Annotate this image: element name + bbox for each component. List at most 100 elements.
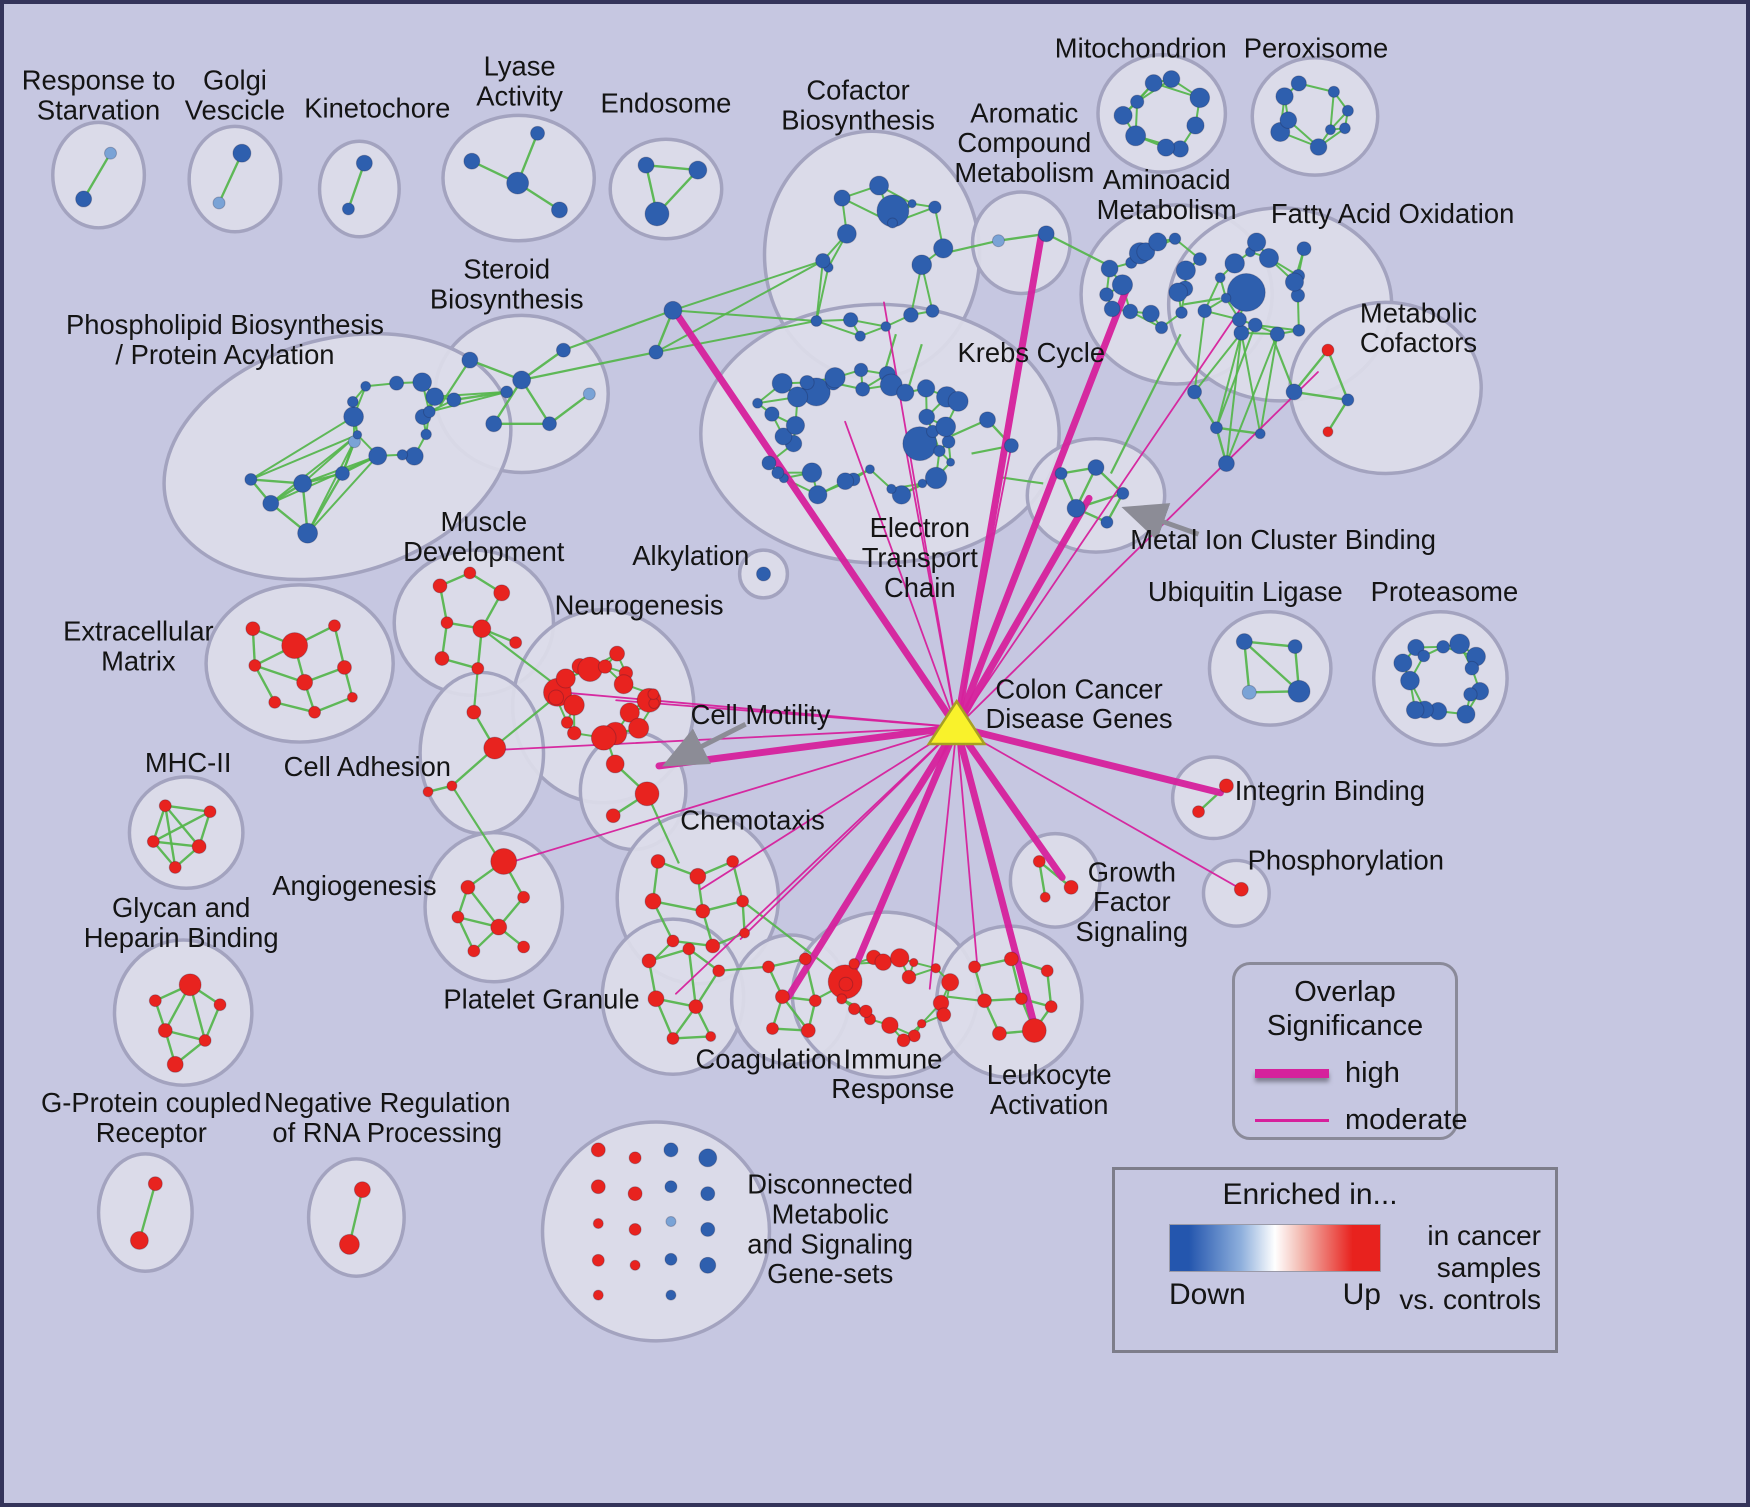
gene-set-node (689, 867, 707, 885)
gene-set-node (293, 473, 313, 493)
gene-set-node (1192, 805, 1205, 819)
down-label: Down (1169, 1278, 1246, 1311)
gene-set-node (1148, 232, 1168, 252)
gene-set-node (463, 566, 477, 580)
gene-set-node (493, 584, 511, 602)
gene-set-node (1144, 74, 1163, 93)
gene-set-node (916, 1018, 927, 1029)
gene-set-node (935, 416, 957, 438)
high-significance-edge (784, 723, 961, 1001)
alkylation-label: Alkylation (632, 540, 749, 571)
gene-set-node (634, 781, 660, 807)
gene-set-node (389, 375, 405, 391)
gene-set-node (848, 958, 860, 970)
gene-set-node (644, 892, 662, 910)
high-significance-edge (953, 494, 1093, 731)
enriched-in-title: Enriched in... (1222, 1178, 1398, 1211)
gene-set-node (338, 1233, 360, 1255)
gene-set-node (1217, 455, 1235, 473)
overlap-significance-title: Overlap Significance (1266, 976, 1424, 1042)
angiogenesis-label: Angiogenesis (272, 870, 436, 901)
gene-set-node (1003, 438, 1019, 454)
legend-enriched-in: Enriched in... Down Up in cancer samples… (1112, 1167, 1558, 1353)
gene-set-nodes (75, 70, 1490, 1301)
gene-set-node (1327, 85, 1340, 98)
gene-set-node (756, 566, 771, 582)
gene-set-node (412, 372, 432, 392)
gene-set-node (907, 1029, 921, 1043)
gene-set-node (460, 879, 476, 895)
gene-set-node (650, 853, 666, 869)
gene-set-node (1456, 704, 1476, 724)
mitochondrion-label: Mitochondrion (1055, 33, 1227, 64)
gene-set-node (1100, 515, 1114, 529)
gene-set-node (463, 152, 481, 170)
high-significance-edge (953, 285, 1131, 731)
gene-set-node (766, 1022, 779, 1035)
moderate-significance-edge (955, 726, 979, 970)
gene-set-node (1168, 282, 1188, 303)
gene-set-node (1269, 326, 1285, 342)
gene-set-node (346, 691, 358, 703)
gene-set-node (947, 390, 969, 412)
platelet-granule-label: Platelet Granule (443, 984, 639, 1015)
gene-set-node (991, 1026, 1007, 1041)
gene-set-node (1154, 320, 1169, 335)
gene-set-node (1189, 87, 1211, 109)
moderate-significance-edge (955, 444, 1013, 729)
coagulation-label: Coagulation (695, 1043, 841, 1074)
gene-set-node (422, 786, 434, 798)
moderate-significance-edge (560, 691, 958, 729)
gene-set-node (232, 143, 252, 163)
gene-set-node (158, 799, 172, 813)
gene-set-node (1324, 124, 1336, 136)
gene-set-node (1322, 426, 1334, 438)
gene-set-node (1063, 879, 1079, 895)
gene-set-node (1258, 248, 1280, 269)
gene-set-node (682, 942, 696, 956)
gene-set-node (647, 990, 665, 1008)
gene-set-node (771, 466, 785, 480)
gene-set-node (530, 125, 546, 141)
gene-set-node (590, 724, 617, 751)
gene-set-node (798, 952, 812, 966)
gene-set-node (1192, 252, 1207, 267)
gene-set-node (420, 428, 432, 441)
cluster-bubbles (51, 52, 1509, 1343)
gene-set-node (590, 1179, 606, 1195)
cell-adhesion-label: Cell Adhesion (284, 751, 451, 782)
gene-set-node (434, 651, 450, 666)
gene-set-node (859, 1004, 873, 1019)
gene-set-node (592, 1289, 604, 1301)
gene-set-node (203, 805, 217, 819)
gene-set-node (191, 839, 207, 854)
gene-set-node (1187, 384, 1202, 400)
gene-set-node (582, 387, 596, 401)
gene-set-node (248, 659, 262, 672)
gene-set-node (637, 156, 655, 174)
gene-set-node (483, 736, 507, 760)
ubiquitin-ligase-bubble (1207, 610, 1333, 727)
peroxisome-bubble (1250, 55, 1380, 177)
gene-set-node (1142, 304, 1160, 323)
gene-set-node (1292, 323, 1306, 337)
gene-set-node (613, 674, 634, 695)
gene-set-node (542, 416, 557, 432)
gene-set-node (129, 1230, 149, 1250)
phospholipid-biosynthesis-label: Phospholipid Biosynthesis/ Protein Acyla… (66, 309, 384, 370)
gene-set-node (1209, 421, 1223, 435)
gene-set-node (352, 429, 363, 440)
gene-set-node (592, 1218, 604, 1229)
gene-set-node (1032, 854, 1046, 868)
gene-set-node (810, 315, 823, 327)
gene-set-node (1247, 317, 1263, 333)
gene-set-node (346, 395, 359, 408)
gene-set-node (1233, 324, 1250, 341)
golgi-vescicle-bubble (187, 124, 283, 234)
gene-set-node (665, 1216, 677, 1227)
